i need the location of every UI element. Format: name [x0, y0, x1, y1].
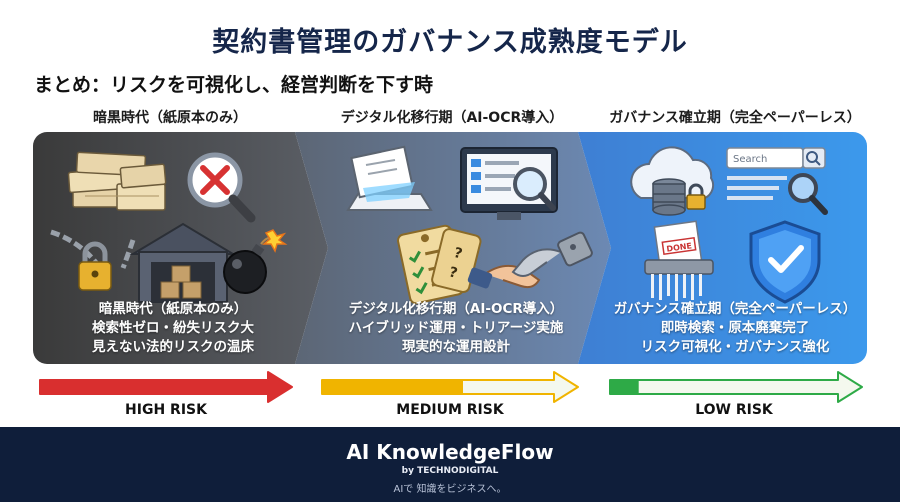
arrow-border — [321, 371, 579, 403]
high-risk-arrow — [39, 371, 293, 403]
chain-lock-icon — [50, 229, 136, 291]
scanner-icon — [346, 145, 433, 211]
low-risk-label: LOW RISK — [695, 402, 773, 418]
medium-risk-label: MEDIUM RISK — [396, 402, 504, 418]
low-risk-arrow — [609, 371, 863, 403]
stage-2-heading: デジタル化移行期（AI-OCR導入） — [340, 110, 564, 126]
arrow-outline — [610, 372, 862, 402]
cloud-database-icon — [630, 146, 715, 216]
maturity-band: ? ? Search — [33, 132, 867, 364]
stage-1-description: 暗黒時代（紙原本のみ） 検索性ゼロ・紛失リスク大 見えない法的リスクの温床 — [43, 300, 303, 357]
summary-heading: まとめ：リスクを可視化し、経営判断を下す時 — [34, 74, 434, 96]
footer-by: by TECHNODIGITAL — [401, 466, 499, 476]
stage-3-line-2: 即時検索・原本廃棄完了 — [660, 320, 810, 336]
high-risk-label: HIGH RISK — [125, 402, 207, 418]
stage-1-line-2: 検索性ゼロ・紛失リスク大 — [92, 320, 254, 336]
svg-text:?: ? — [452, 245, 464, 262]
stage-2-line-2: ハイブリッド運用・トリアージ実施 — [348, 320, 564, 336]
done-stamp: DONE — [666, 241, 693, 253]
stage-1-line-1: 暗黒時代（紙原本のみ） — [98, 301, 248, 317]
search-placeholder: Search — [733, 154, 767, 165]
stage-1-icons — [50, 151, 288, 303]
tags-checklist-icon: ? ? — [397, 224, 482, 305]
arrow-risk-fill — [610, 372, 639, 402]
stage-2-icons: ? ? — [346, 145, 593, 305]
stage-3-icons: Search DONE — [630, 146, 828, 304]
medium-risk-arrow — [321, 371, 579, 403]
stage-1-heading: 暗黒時代（紙原本のみ） — [93, 110, 247, 126]
paper-stack-icon — [67, 151, 167, 211]
footer-brand: AI KnowledgeFlow — [346, 440, 554, 464]
search-bar-icon: Search — [726, 147, 828, 215]
stage-2-line-1: デジタル化移行期（AI-OCR導入） — [348, 301, 564, 317]
shield-check-icon — [749, 220, 821, 304]
magnifier-x-icon — [187, 152, 256, 223]
stage-2-description: デジタル化移行期（AI-OCR導入） ハイブリッド運用・トリアージ実施 現実的な… — [320, 300, 592, 357]
stage-2-line-3: 現実的な運用設計 — [402, 339, 510, 355]
arrow-border — [609, 371, 863, 403]
arrow-border — [39, 371, 293, 403]
stage-3-description: ガバナンス確立期（完全ペーパーレス） 即時検索・原本廃棄完了 リスク可視化・ガバ… — [600, 300, 870, 357]
stage-1-line-3: 見えない法的リスクの温床 — [92, 339, 254, 355]
handshake-icon — [467, 231, 593, 289]
footer-bar — [0, 427, 900, 502]
warehouse-icon — [129, 222, 237, 303]
stage-3-heading: ガバナンス確立期（完全ペーパーレス） — [609, 110, 861, 126]
monitor-magnifier-icon — [460, 147, 558, 220]
svg-text:?: ? — [447, 264, 459, 281]
arrow-risk-fill — [40, 372, 292, 402]
stage-3-line-1: ガバナンス確立期（完全ペーパーレス） — [613, 301, 857, 317]
footer-tagline: AIで 知識をビジネスへ。 — [393, 484, 507, 495]
stage-3-line-3: リスク可視化・ガバナンス強化 — [640, 339, 830, 355]
shredder-done-icon: DONE — [644, 220, 714, 301]
page-title: 契約書管理のガバナンス成熟度モデル — [212, 27, 688, 58]
bomb-icon — [223, 229, 288, 294]
arrow-risk-fill — [322, 372, 463, 402]
